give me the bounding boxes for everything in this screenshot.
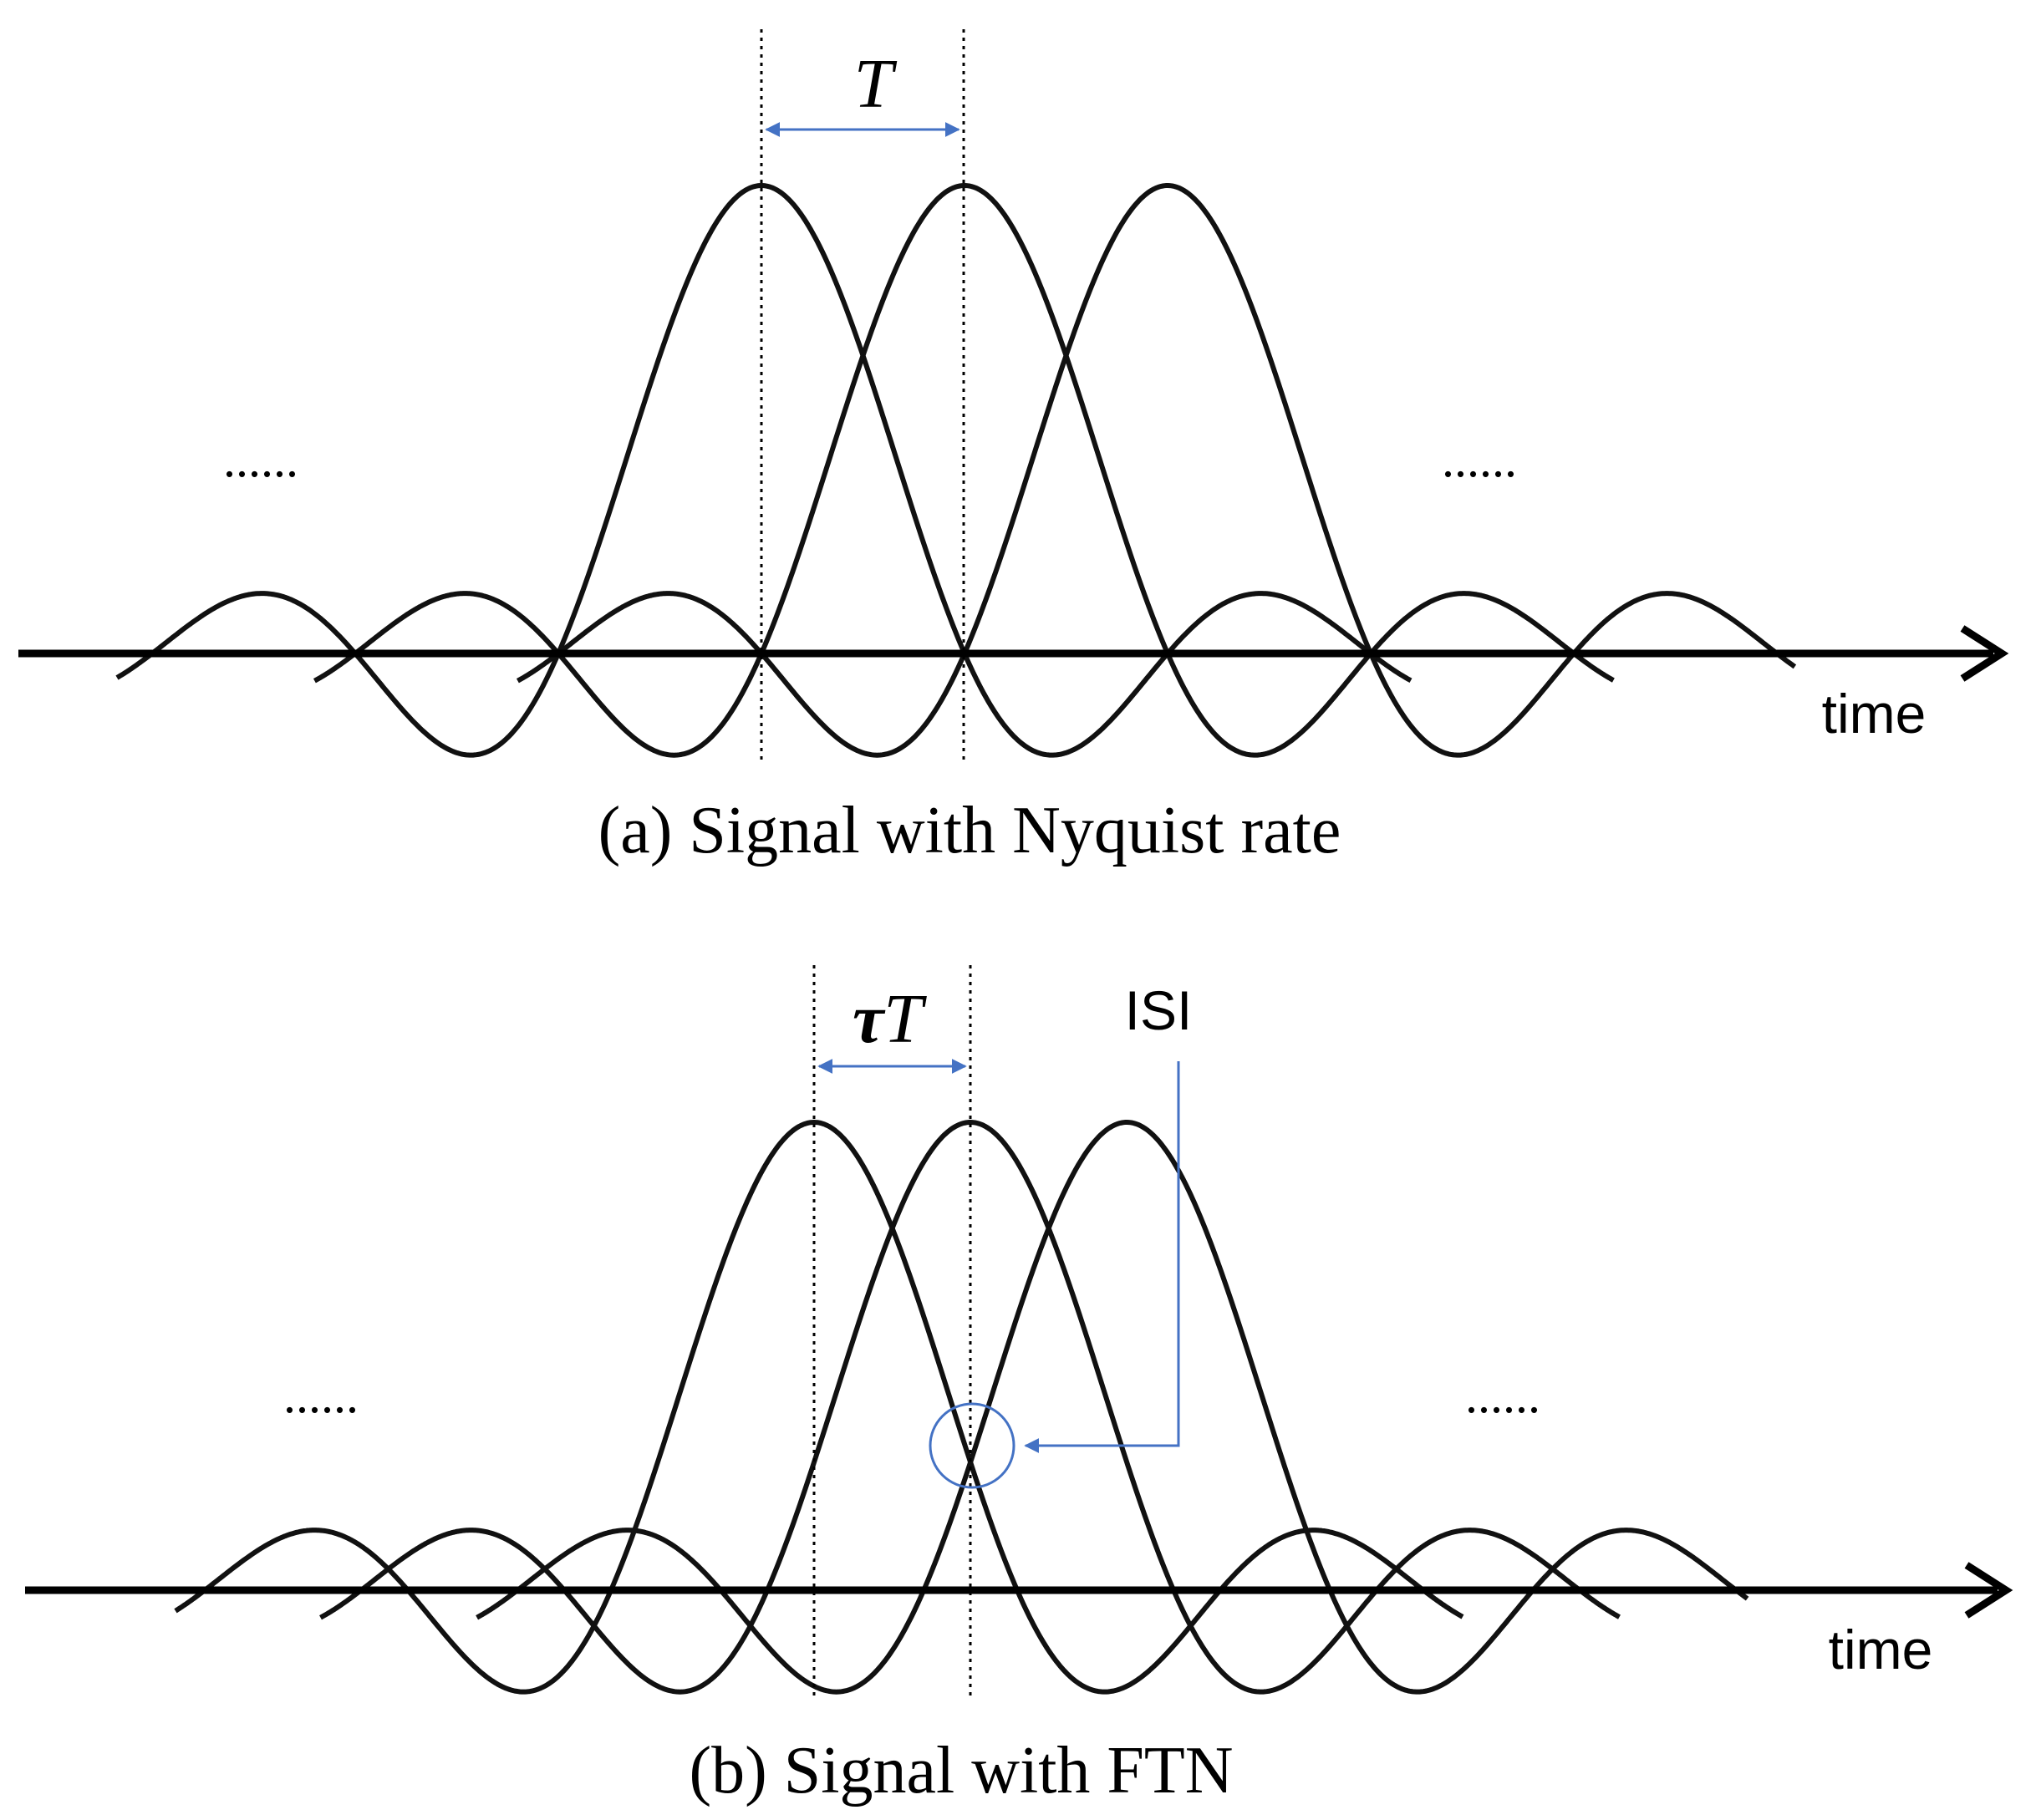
ellipsis-left-b: ......: [283, 1368, 359, 1423]
time-axis-arrowhead-a: [1960, 625, 2009, 682]
caption-b: (b) Signal with FTN: [689, 1734, 1233, 1807]
panel-b-ftn: τT ...... ...... ISI time (b) Signal wit…: [25, 965, 2013, 1807]
caption-a: (a) Signal with Nyquist rate: [598, 794, 1341, 867]
interval-label-b: τT: [853, 980, 927, 1058]
pulse-a-1: [115, 183, 1412, 758]
panel-a-nyquist: T ...... ...... time (a) Signal with Nyq…: [18, 29, 2009, 867]
pulse-a-2: [313, 183, 1615, 758]
isi-pointer-arrow: [1024, 1061, 1180, 1453]
pulse-b-1: [174, 1120, 1464, 1695]
axis-label-a: time: [1822, 683, 1927, 745]
pulse-b-3: [476, 1120, 1749, 1695]
period-symbol: T: [883, 980, 927, 1058]
pulse-curves-a: [115, 183, 1797, 758]
ellipsis-right-b: ......: [1465, 1368, 1540, 1423]
interval-label-a: T: [854, 45, 898, 123]
tau-symbol: τ: [853, 980, 886, 1058]
isi-label: ISI: [1125, 979, 1193, 1041]
axis-label-b: time: [1829, 1619, 1933, 1680]
pulse-b-2: [319, 1120, 1621, 1695]
isi-highlight-circle: [929, 1402, 1015, 1489]
ellipsis-right-a: ......: [1442, 432, 1517, 487]
time-axis-arrowhead-b: [1964, 1562, 2013, 1619]
pulse-a-3: [516, 183, 1797, 758]
ellipsis-left-a: ......: [223, 432, 298, 487]
